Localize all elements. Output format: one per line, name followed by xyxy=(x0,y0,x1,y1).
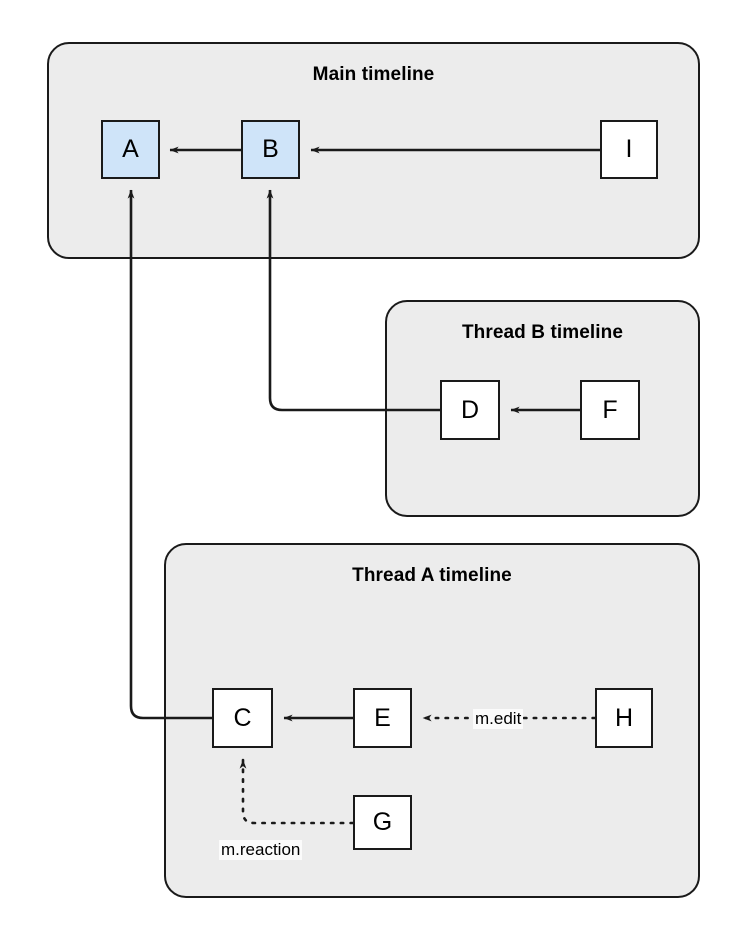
group-title-thread-b-timeline: Thread B timeline xyxy=(461,322,624,343)
edge-label-m-reaction: m.reaction xyxy=(219,840,303,860)
node-g-label: G xyxy=(372,808,393,836)
node-h[interactable]: H xyxy=(595,688,653,748)
group-thread-b-timeline: Thread B timeline xyxy=(385,300,700,517)
group-title-thread-a-timeline: Thread A timeline xyxy=(352,565,512,586)
edge-g-to-c xyxy=(239,758,355,825)
node-f-label: F xyxy=(602,395,618,424)
node-i[interactable]: I xyxy=(600,120,658,179)
node-a[interactable]: A xyxy=(101,120,160,179)
edge-d-to-b xyxy=(266,189,440,412)
edge-c-to-a xyxy=(127,189,212,720)
node-c[interactable]: C xyxy=(212,688,273,748)
node-a-label: A xyxy=(122,135,139,163)
node-b[interactable]: B xyxy=(241,120,300,179)
node-h-label: H xyxy=(614,703,634,732)
node-d[interactable]: D xyxy=(440,380,500,440)
node-e[interactable]: E xyxy=(353,688,412,748)
node-e-label: E xyxy=(374,703,391,732)
node-d-label: D xyxy=(460,395,480,424)
node-i-label: I xyxy=(625,135,633,163)
node-c-label: C xyxy=(233,703,252,732)
node-f[interactable]: F xyxy=(580,380,640,440)
edge-label-m-edit: m.edit xyxy=(473,709,524,729)
node-b-label: B xyxy=(262,135,279,163)
group-title-main-timeline: Main timeline xyxy=(312,64,435,85)
node-g[interactable]: G xyxy=(353,795,412,850)
